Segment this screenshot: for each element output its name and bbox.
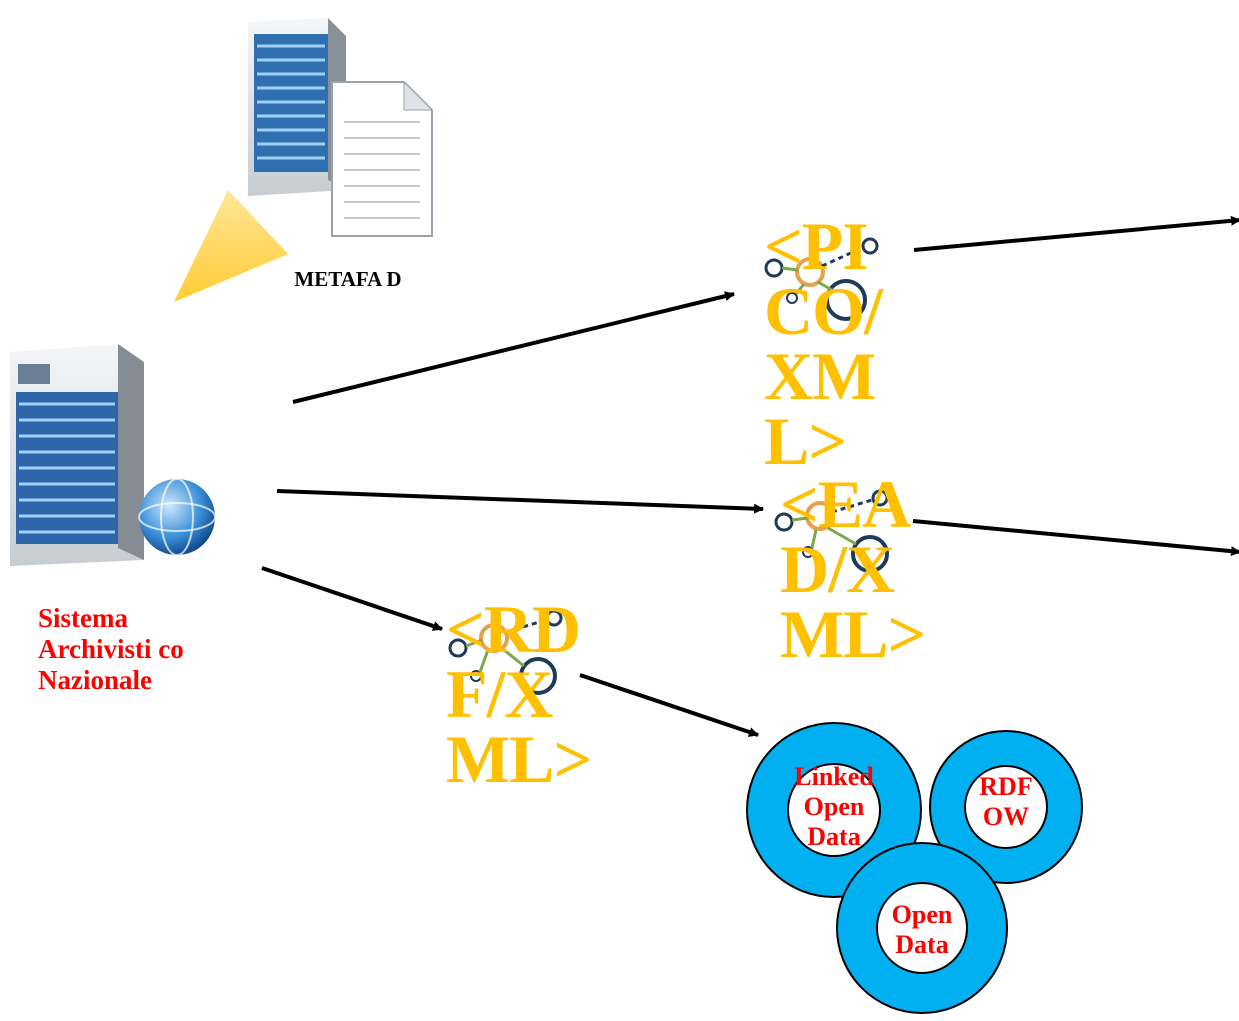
arrow-sistema-to-ead	[276, 489, 764, 514]
sistema-label: Sistema Archivisti co Nazionale	[38, 603, 184, 695]
server-document-icon	[248, 18, 434, 237]
arrow-sistema-to-rdf	[261, 566, 443, 631]
arrow-rdf-to-opendata	[579, 673, 759, 737]
label-rdf-owl: RDF OW	[979, 772, 1033, 831]
format-ead-xml: <EA D/X ML>	[780, 466, 926, 672]
triangle-shape	[174, 190, 288, 302]
format-pico-xml: <PI CO/ XM L>	[764, 208, 883, 479]
arrow-pico-out	[913, 215, 1239, 252]
network-graph-icon	[448, 609, 563, 695]
label-linked-open-data: Linked Open Data	[794, 762, 874, 851]
arrow-sistema-to-pico	[292, 291, 735, 404]
label-open-data: Open Data	[891, 900, 953, 959]
network-graph-icon	[764, 237, 879, 321]
server-globe-icon	[10, 344, 216, 566]
arrows	[261, 215, 1239, 737]
format-rdf-xml: <RD F/X ML>	[446, 591, 592, 797]
metafad-label: METAFA D	[294, 267, 402, 291]
network-graph-icon	[774, 489, 889, 573]
open-data-cluster	[746, 722, 1083, 1014]
arrow-ead-out	[912, 519, 1239, 557]
